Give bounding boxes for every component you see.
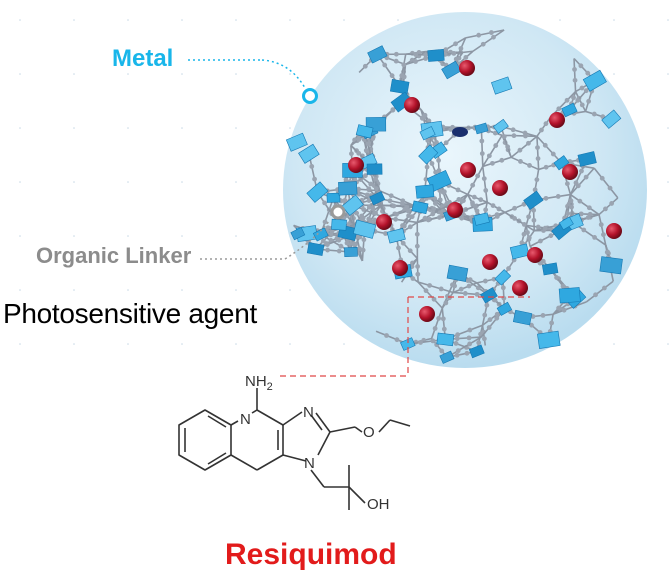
drug-payload-spheres <box>348 60 622 322</box>
mof-sphere <box>283 12 647 368</box>
ring-nitrogen-3: N <box>304 455 315 472</box>
drug-name-label: Resiquimod <box>225 538 397 571</box>
organic-linker-label: Organic Linker <box>36 243 192 268</box>
photosensitive-agent-label: Photosensitive agent <box>3 298 257 329</box>
resiquimod-atoms: NH2 N N N O OH <box>240 373 390 513</box>
metal-marker-ring <box>302 88 318 104</box>
payload-guide-lines <box>280 296 530 377</box>
hydroxyl-label: OH <box>367 496 390 513</box>
resiquimod-structure <box>178 388 411 510</box>
benzene-ring <box>178 409 232 471</box>
linker-marker-ring <box>330 204 346 220</box>
ring-nitrogen-2: N <box>303 404 314 421</box>
amine-label: NH2 <box>245 373 273 393</box>
ring-nitrogen-1: N <box>240 411 251 428</box>
ether-oxygen: O <box>363 424 375 441</box>
dark-node-marker <box>452 127 468 137</box>
metal-pointer <box>188 59 318 104</box>
metal-label: Metal <box>112 45 174 72</box>
linker-pointer <box>200 204 346 260</box>
